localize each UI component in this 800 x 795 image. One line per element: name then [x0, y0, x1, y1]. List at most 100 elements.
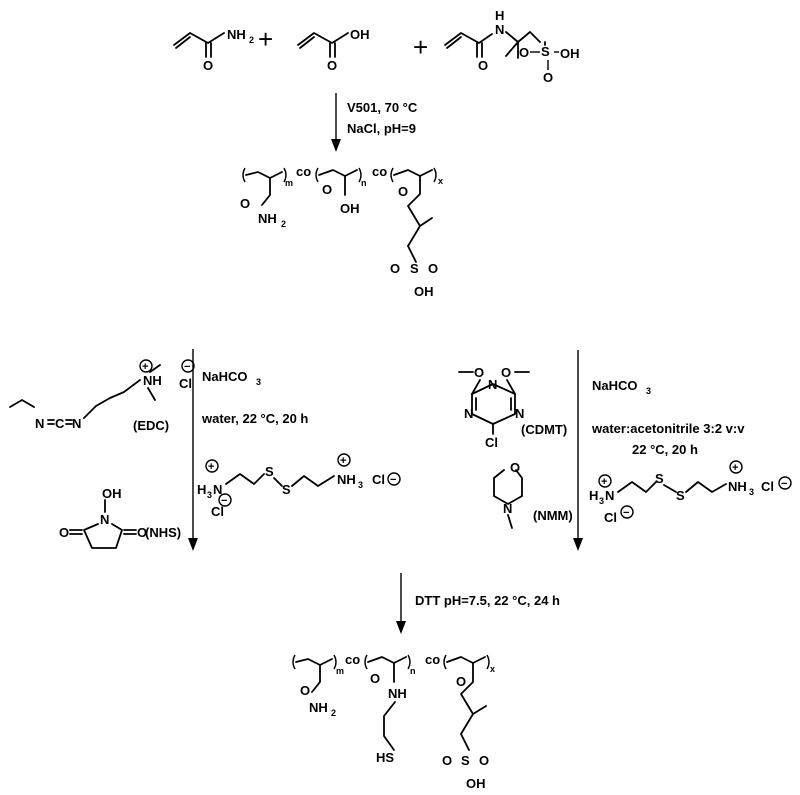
left-conditions-label: water, 22 °C, 20 h — [201, 411, 308, 426]
polymer-sulfo-ketone-oxygen-label: O — [398, 184, 408, 199]
final-thiol-label: HS — [376, 750, 394, 765]
right-coupling-arrow — [573, 350, 583, 551]
left-sulfur-label-2: S — [282, 482, 291, 497]
nhs-reagent-label: (NHS) — [145, 525, 181, 540]
acrylic-acid-structure: OH O — [297, 27, 370, 73]
right-chloride-negative-charge: − — [623, 507, 629, 519]
left-chloride-negative-charge: − — [221, 495, 227, 507]
cdmt-nitrogen-label: N — [488, 377, 497, 392]
reduction-conditions-label: DTT pH=7.5, 22 °C, 24 h — [415, 593, 560, 608]
right-nh3-label: NH — [728, 479, 747, 494]
left-nh3-positive-charge: + — [340, 455, 346, 467]
nhs-nitrogen-label: N — [100, 512, 109, 527]
reduction-arrow — [396, 573, 406, 634]
final-sulfonic-oh-label: OH — [466, 776, 486, 791]
nhs-oxygen-label: O — [59, 525, 69, 540]
nmm-oxygen-label: O — [510, 460, 520, 475]
nmm-nitrogen-label: N — [503, 501, 512, 516]
polymer-nh2-label: NH — [258, 211, 277, 226]
left-base-subscript: 3 — [256, 377, 261, 387]
polymer-co-label-2: co — [372, 164, 387, 179]
polymer-m-subscript: m — [285, 178, 293, 188]
left-chloride-negative-charge-2: − — [390, 474, 396, 486]
right-cystamine-structure: + H 3 N Cl − S S + NH 3 Cl − — [589, 460, 792, 525]
amps-sulfonyl-oxygen-label-2: O — [543, 70, 553, 85]
edc-carbon-label: C — [55, 416, 65, 431]
left-h3n-subscript: 3 — [207, 490, 212, 500]
cdmt-chlorine-label: Cl — [485, 435, 498, 450]
polymer-sulfonic-oh-label: OH — [414, 284, 434, 299]
left-nh3-subscript: 3 — [358, 480, 363, 490]
polymer-sulfur-label: S — [410, 261, 419, 276]
right-sulfur-label-2: S — [676, 488, 685, 503]
nhs-oh-label: OH — [102, 486, 122, 501]
amps-sulfur-label: S — [541, 44, 550, 59]
final-nh2-subscript: 2 — [331, 708, 336, 718]
amps-monomer-structure: O N H S O O OH — [444, 8, 580, 85]
right-h3n-nitrogen-label: N — [605, 488, 614, 503]
left-sulfur-label: S — [265, 464, 274, 479]
right-nh3-subscript: 3 — [749, 487, 754, 497]
nhs-structure: OH N O O (NHS) — [59, 486, 181, 549]
final-co-label-2: co — [425, 652, 440, 667]
amps-hydrogen-label: H — [495, 8, 504, 23]
acrylamide-nh2-label: NH — [227, 27, 246, 42]
final-co-label: co — [345, 652, 360, 667]
acrylamide-nh2-subscript: 2 — [249, 35, 254, 45]
amps-oh-label: OH — [560, 46, 580, 61]
amps-oxygen-label: O — [478, 58, 488, 73]
polymer-x-subscript: x — [438, 176, 443, 186]
polymerization-conditions-label: NaCl, pH=9 — [347, 121, 416, 136]
edc-nh-label: NH — [143, 373, 162, 388]
left-chloride-label: Cl — [211, 504, 224, 519]
final-m-subscript: m — [336, 666, 344, 676]
cdmt-nitrogen-label-2: N — [464, 406, 473, 421]
edc-nitrogen-label-2: N — [72, 416, 81, 431]
polymer-nh2-subscript: 2 — [281, 219, 286, 229]
copolymer-intermediate-structure: m O NH 2 co n O OH co x O S O O OH — [240, 164, 443, 299]
cdmt-reagent-label: (CDMT) — [521, 422, 567, 437]
right-h3n-subscript: 3 — [599, 496, 604, 506]
right-chloride-label: Cl — [604, 510, 617, 525]
final-nh-label: NH — [388, 686, 407, 701]
final-x-subscript: x — [490, 664, 495, 674]
acrylic-acid-oh-label: OH — [350, 27, 370, 42]
cdmt-nitrogen-label-3: N — [515, 406, 524, 421]
polymer-n-subscript: n — [361, 178, 367, 188]
acrylamide-structure: NH 2 O — [173, 27, 254, 73]
nhs-oxygen-label-2: O — [137, 525, 147, 540]
polymer-sulfonyl-oxygen-label-2: O — [428, 261, 438, 276]
final-amide-oxygen-label: O — [300, 683, 310, 698]
polymer-acid-oxygen-label: O — [322, 182, 332, 197]
left-base-label: NaHCO — [202, 369, 248, 384]
plus-sign: + — [413, 32, 428, 62]
right-base-label: NaHCO — [592, 378, 638, 393]
polymer-amide-oxygen-label: O — [240, 196, 250, 211]
amps-sulfonyl-oxygen-label: O — [519, 45, 529, 60]
cdmt-methoxy-oxygen-label: O — [474, 365, 484, 380]
right-nh3-positive-charge: + — [732, 462, 738, 474]
right-solvent-label: water:acetonitrile 3:2 v:v — [591, 421, 745, 436]
left-chloride-label-2: Cl — [372, 472, 385, 487]
left-h3n-nitrogen-label: N — [213, 482, 222, 497]
final-n-subscript: n — [410, 666, 416, 676]
polymerization-initiator-label: V501, 70 °C — [347, 100, 418, 115]
amps-nitrogen-label: N — [495, 22, 504, 37]
final-sulfur-label: S — [461, 753, 470, 768]
right-conditions-label: 22 °C, 20 h — [632, 442, 698, 457]
left-coupling-arrow — [188, 349, 198, 551]
plus-sign: + — [258, 24, 273, 54]
edc-structure: N C N NH + − Cl (EDC) — [9, 359, 195, 433]
acrylic-acid-oxygen-label: O — [327, 58, 337, 73]
edc-positive-charge: + — [142, 361, 148, 373]
final-sulfonyl-oxygen-label: O — [442, 753, 452, 768]
right-ammonium-positive-charge: + — [601, 476, 607, 488]
right-h3n-label: H — [589, 488, 598, 503]
right-chloride-label-2: Cl — [761, 479, 774, 494]
left-ammonium-positive-charge: + — [208, 461, 214, 473]
final-thiol-amide-oxygen-label: O — [370, 671, 380, 686]
cdmt-methoxy-oxygen-label-2: O — [501, 365, 511, 380]
left-h3n-label: H — [197, 482, 206, 497]
edc-chloride-charge: − — [184, 361, 190, 373]
edc-reagent-label: (EDC) — [133, 418, 169, 433]
